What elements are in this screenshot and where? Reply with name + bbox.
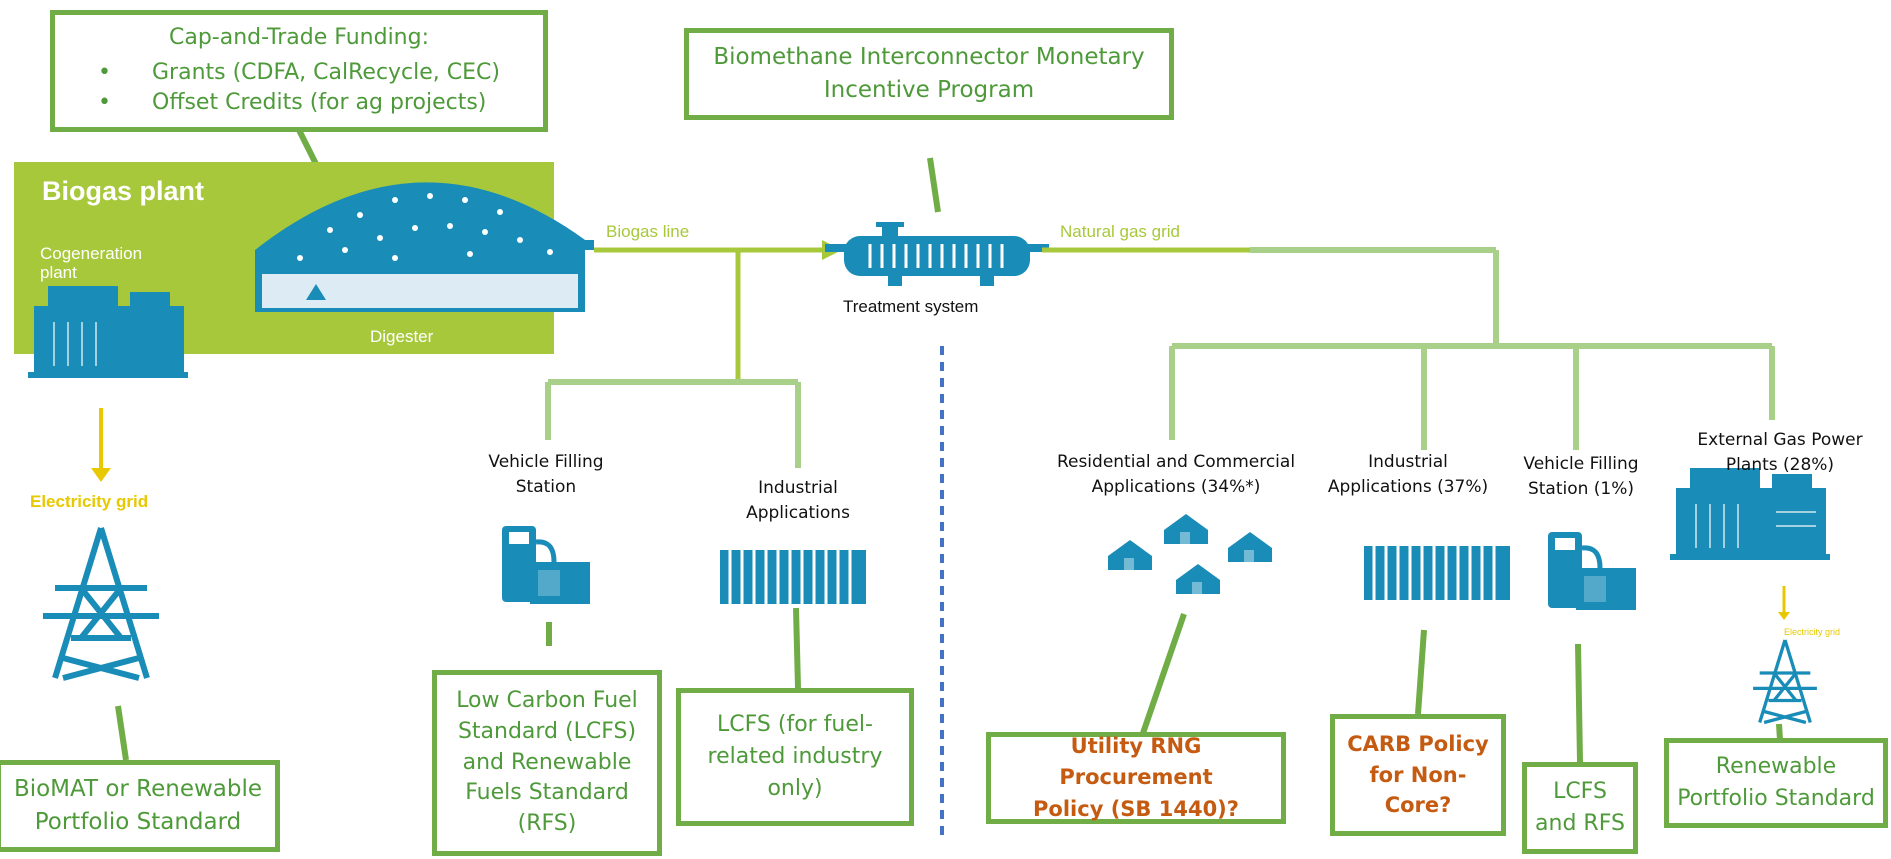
residential-commercial-label: Residential and Commercial Applications …: [1056, 452, 1296, 497]
left-branch-lines: [545, 379, 801, 468]
connector-rps: [1776, 723, 1783, 741]
electricity-arrowhead-small: [1778, 612, 1790, 620]
utility-rng-procurement-box: Utility RNG Procurement Policy (SB 1440)…: [986, 732, 1286, 824]
biogas-plant-title: Biogas plant: [42, 176, 205, 206]
funding-list: Grants (CDFA, CalRecycle, CEC) Offset Cr…: [98, 58, 500, 120]
treatment-system-label: Treatment system: [843, 297, 979, 316]
cap-and-trade-funding-box: Cap-and-Trade Funding: Grants (CDFA, Cal…: [50, 10, 548, 132]
funding-title: Cap-and-Trade Funding:: [168, 24, 429, 50]
natural-gas-grid-line: [1042, 247, 1775, 450]
cogeneration-generator-icon: [28, 286, 188, 378]
electricity-arrowhead: [91, 468, 111, 482]
funding-item-offsets: Offset Credits (for ag projects): [98, 88, 500, 119]
biogas-line-label: Biogas line: [606, 222, 690, 241]
connector-industrial-left: [793, 607, 801, 689]
natural-gas-grid-label: Natural gas grid: [1060, 222, 1181, 241]
carb-policy-box: CARB Policy for Non- Core?: [1330, 714, 1506, 836]
lcfs-rfs-short-box: LCFS and RFS: [1522, 762, 1638, 854]
connector-vehicle-right: [1575, 643, 1583, 763]
connector-industrial-right: [1415, 629, 1427, 715]
electricity-grid-label: Electricity grid: [30, 492, 149, 511]
connector-biomat: [115, 705, 129, 761]
connector-funding: [295, 126, 321, 170]
digester-label-front: Digester: [370, 327, 434, 346]
cogeneration-label: Cogeneration plant: [40, 244, 143, 282]
industrial-applications-label: Industrial Applications: [746, 478, 850, 523]
connector-residential: [1139, 613, 1187, 737]
vehicle-filling-station-right-label: Vehicle Filling Station (1%): [1523, 454, 1639, 499]
biogas-line: [594, 247, 822, 382]
digester-dome-icon: [255, 182, 585, 312]
lcfs-rfs-box: Low Carbon Fuel Standard (LCFS) and Rene…: [432, 670, 662, 856]
industrial-applications-right-label: Industrial Applications (37%): [1327, 452, 1489, 497]
rps-box: Renewable Portfolio Standard: [1664, 738, 1888, 828]
lcfs-industry-box: LCFS (for fuel- related industry only): [676, 688, 914, 826]
funding-item-grants: Grants (CDFA, CalRecycle, CEC): [98, 58, 500, 89]
vehicle-filling-station-label: Vehicle Filling Station: [488, 452, 604, 497]
treatment-system-icon: [825, 222, 1049, 286]
external-gas-power-plants-label: External Gas Power Plants (28%): [1697, 430, 1863, 475]
bimip-box: Biomethane Interconnector Monetary Incen…: [684, 28, 1174, 120]
electricity-grid-small-label: Electricity grid: [1784, 627, 1841, 637]
connector-bimip: [927, 157, 941, 213]
biomat-rps-box: BioMAT or Renewable Portfolio Standard: [0, 760, 280, 852]
